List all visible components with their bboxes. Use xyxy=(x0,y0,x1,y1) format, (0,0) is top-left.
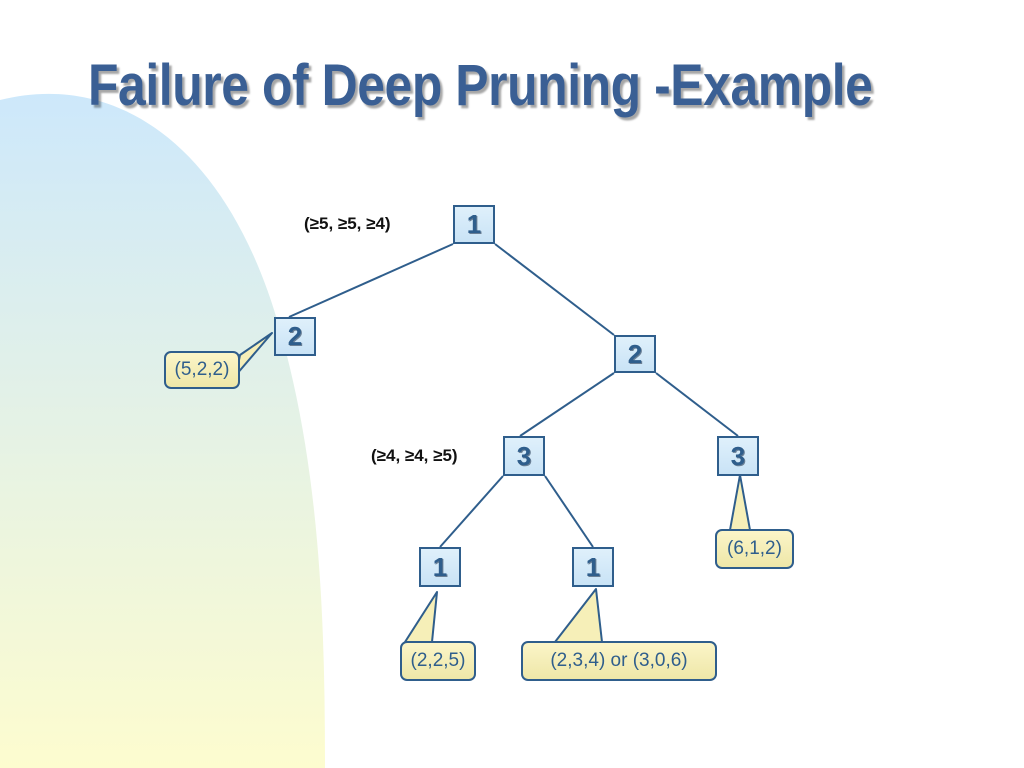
root-bound-label: (≥5, ≥5, ≥4) xyxy=(304,214,391,233)
leaf-value-2-3-4-or-3-0-6: (2,3,4) or (3,0,6) xyxy=(521,641,717,681)
edge-root-right xyxy=(494,243,615,336)
tree-node-level2-right: 3 xyxy=(717,436,759,476)
edge-root-left xyxy=(288,243,454,318)
callout-pointer-6-1-2 xyxy=(729,474,751,531)
level2-left-bound-label: (≥4, ≥4, ≥5) xyxy=(371,446,458,465)
tree-node-level2-left: 3 xyxy=(503,436,545,476)
tree-node-level1-left: 2 xyxy=(274,317,316,356)
slide-title: Failure of Deep Pruning -Example xyxy=(88,53,873,118)
leaf-value-2-2-5: (2,2,5) xyxy=(400,641,476,681)
leaf-value-5-2-2: (5,2,2) xyxy=(164,351,240,389)
edge-left3-to-right1 xyxy=(544,475,594,548)
tree-node-level3-right: 1 xyxy=(572,547,614,587)
edge-right-to-right3 xyxy=(655,372,739,437)
tree-node-level1-right: 2 xyxy=(614,335,656,373)
leaf-value-6-1-2: (6,1,2) xyxy=(715,529,794,569)
edge-left3-to-left1 xyxy=(439,475,504,548)
edge-right-to-left3 xyxy=(519,372,615,437)
callout-pointer-2-2-5 xyxy=(404,591,438,643)
tree-node-root: 1 xyxy=(453,205,495,244)
callout-pointer-2-3-4 xyxy=(554,588,603,643)
callout-pointer-5-2-2 xyxy=(235,332,273,376)
tree-node-level3-left: 1 xyxy=(419,547,461,587)
